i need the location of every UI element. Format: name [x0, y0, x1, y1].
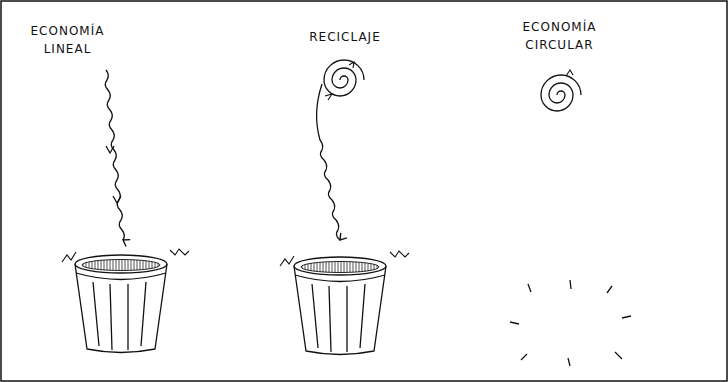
- column-label: ECONOMÍA LINEAL: [20, 22, 115, 58]
- motion-lines: [62, 252, 76, 262]
- motion-lines: [390, 251, 409, 257]
- column-label: RECICLAJE: [290, 28, 400, 46]
- empty-burst: [510, 280, 631, 366]
- arrow-chevron: [325, 94, 332, 100]
- wavy-arrow: [317, 84, 341, 240]
- arrow-chevron: [566, 70, 573, 76]
- trash-bin: [75, 255, 167, 353]
- motion-lines: [170, 249, 189, 255]
- column-label: ECONOMÍA CIRCULAR: [512, 18, 607, 54]
- spiral: [324, 60, 364, 96]
- arrow-chevron: [113, 196, 121, 203]
- spiral: [541, 75, 581, 111]
- motion-lines: [280, 256, 294, 266]
- wavy-arrow: [105, 70, 124, 240]
- trash-bin: [294, 257, 386, 355]
- arrow-chevron: [349, 62, 354, 68]
- arrow-chevron: [106, 146, 114, 153]
